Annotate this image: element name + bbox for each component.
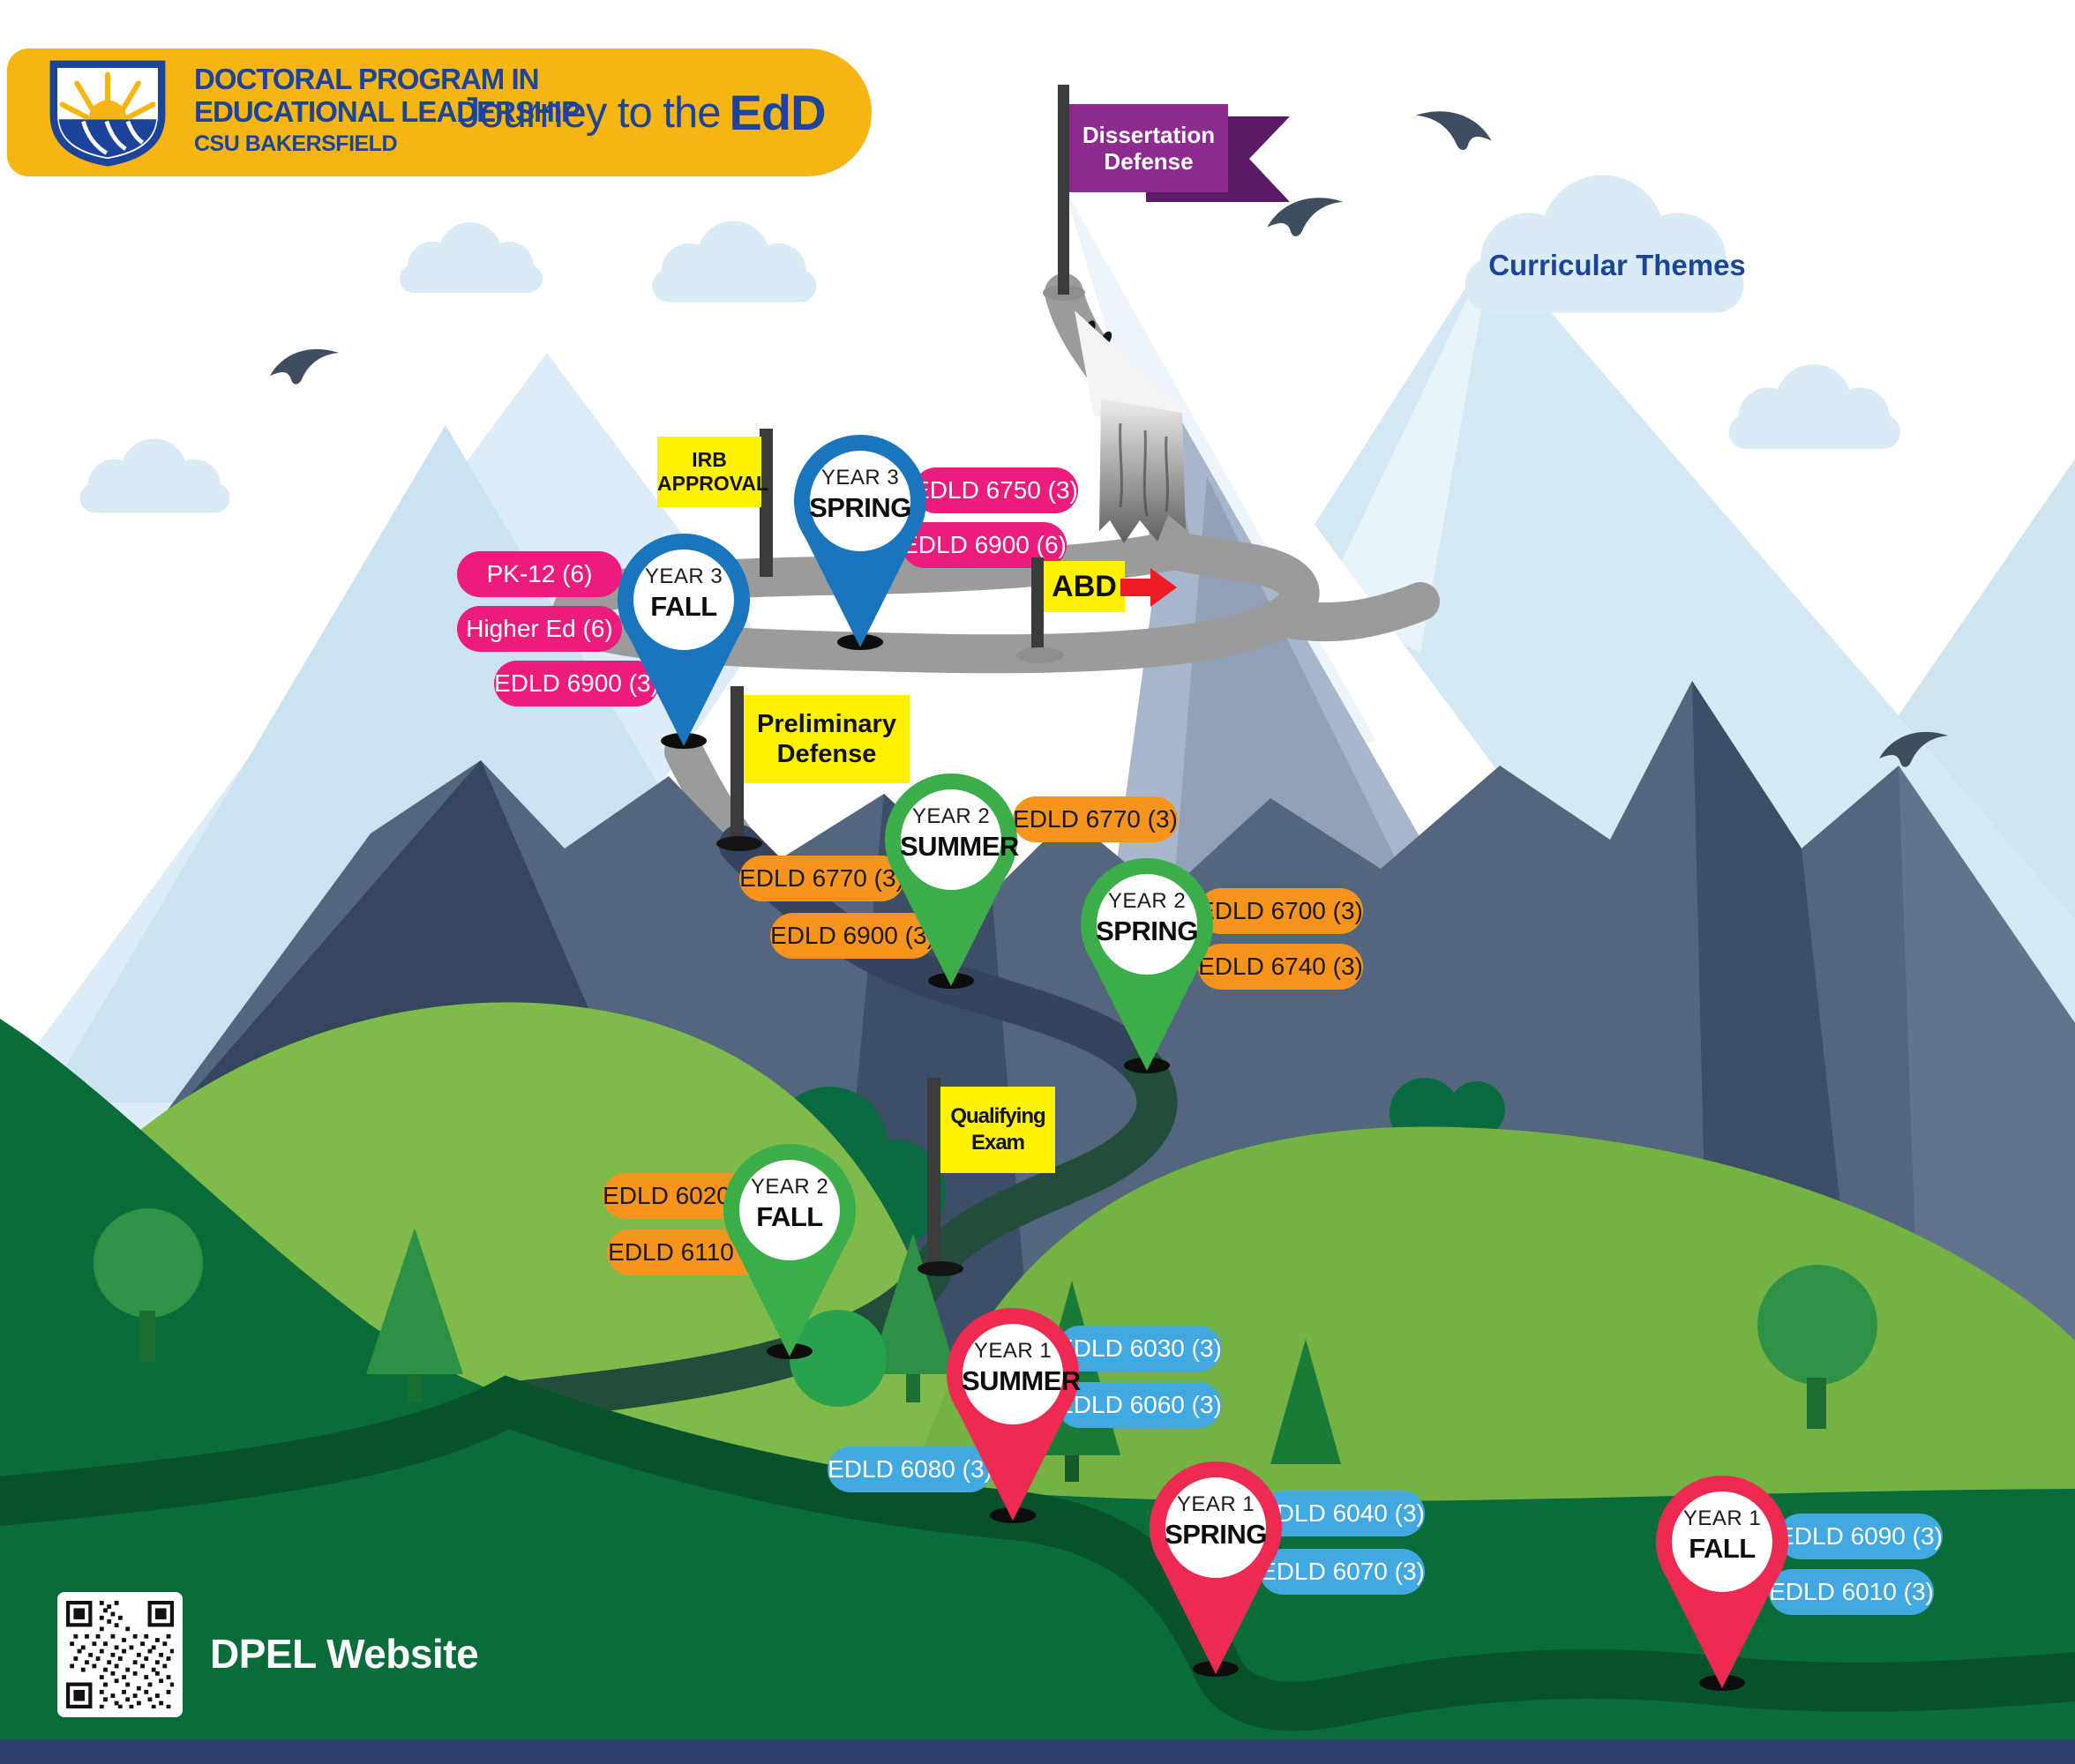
course-pill-edld-6040: EDLD 6040 (3) [1260,1491,1425,1536]
qualifying-sign-pole [927,1078,940,1270]
program-name: DOCTORAL PROGRAM IN EDUCATIONAL LEADERSH… [194,63,581,128]
preliminary-sign-pole [730,686,744,849]
abd-arrow-icon [1120,568,1177,607]
irb-sign-pole [760,429,773,577]
header-banner: DOCTORAL PROGRAM IN EDUCATIONAL LEADERSH… [7,49,872,176]
hill-right [900,1126,2075,1544]
page-title: Journey to the EdD [459,85,827,140]
sign-irb-approval: IRB APPROVAL [657,437,768,507]
bottom-strip [0,1739,2075,1764]
course-pill-edld-6090: EDLD 6090 (3) [1778,1514,1943,1559]
course-pill-edld-6770-a: EDLD 6770 (3) [1013,796,1178,842]
csub-shield-logo [49,60,166,167]
course-pill-edld-6900-3-fall: EDLD 6900 (3) [494,661,659,706]
cloud [79,175,1900,513]
course-pill-edld-6030: EDLD 6030 (3) [1057,1326,1222,1372]
sign-preliminary-defense: Preliminary Defense [744,695,910,783]
field [0,1019,2075,1764]
course-pill-edld-6900-3-summer: EDLD 6900 (3) [770,913,935,959]
program-line1: DOCTORAL PROGRAM IN [194,63,539,95]
program-line2: EDUCATIONAL LEADERSHIP [194,95,581,128]
course-pill-pk-12: PK-12 (6) [457,551,622,597]
tree [94,1208,1877,1429]
course-pill-higher-ed: Higher Ed (6) [457,606,622,652]
flag-ribbon [1146,116,1290,202]
dpel-website-label: DPEL Website [210,1631,479,1677]
bird-icon [270,111,1948,767]
course-pill-edld-6010: EDLD 6010 (3) [1769,1569,1934,1615]
abd-sign-pole [1031,557,1044,654]
qr-code[interactable] [57,1592,183,1717]
course-pill-edld-6770-b: EDLD 6770 (3) [739,856,904,901]
sign-abd: ABD [1044,561,1125,612]
flag-pole [1058,85,1069,295]
sign-qualifying-exam: Qualifying Exam [940,1087,1055,1173]
far-mountain-highlight [1323,245,1493,653]
course-pill-edld-6060: EDLD 6060 (3) [1057,1382,1222,1428]
course-pill-edld-6080: EDLD 6080 (3) [828,1446,993,1492]
course-pill-edld-6070: EDLD 6070 (3) [1260,1549,1425,1595]
qr-pattern [66,1601,174,1708]
course-pill-edld-6750: EDLD 6750 (3) [913,467,1078,513]
dissertation-defense-flag: Dissertation Defense [1069,104,1228,192]
course-pill-edld-6700: EDLD 6700 (3) [1198,888,1363,934]
course-pill-edld-6740: EDLD 6740 (3) [1198,944,1363,990]
campus-name: CSU BAKERSFIELD [194,131,398,156]
curricular-themes-label: Curricular Themes [1488,249,1746,281]
